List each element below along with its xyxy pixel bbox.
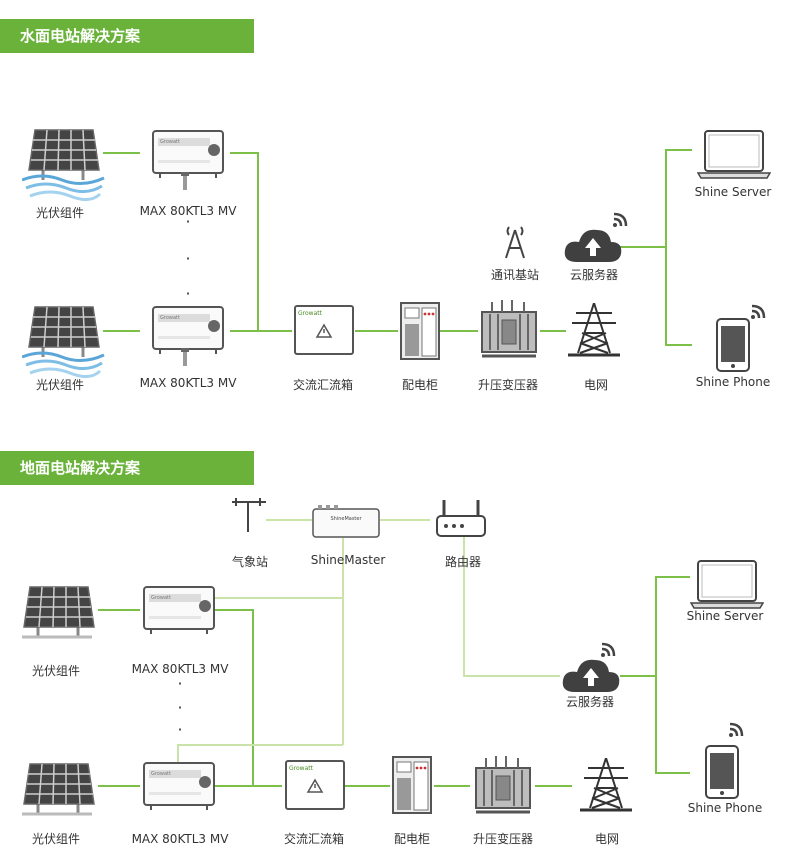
wifi-icon (612, 212, 628, 228)
grid-label-g: 电网 (594, 832, 620, 846)
link-inv3-bus (214, 609, 254, 786)
router-icon (436, 500, 486, 537)
shinemaster-icon (312, 505, 380, 538)
phone-label: Shine Phone (695, 375, 771, 389)
cloud-upload-icon (562, 659, 620, 692)
smartphone-icon (716, 318, 750, 372)
cabinet-icon (400, 302, 440, 360)
weather-station-icon (232, 498, 266, 532)
laptop-icon (690, 560, 764, 609)
transformer-label-g: 升压变压器 (472, 832, 534, 846)
inverter-brand-2: Growatt (160, 315, 180, 321)
cloud-label: 云服务器 (569, 268, 619, 282)
water-section-title: 水面电站解决方案 (20, 27, 141, 45)
inverter-label-3: MAX 80KTL3 MV (131, 662, 229, 676)
transformer-icon (480, 298, 538, 358)
ellipsis-dot: · (185, 284, 191, 303)
ground-section-title: 地面电站解决方案 (20, 459, 141, 477)
shinemaster-plate: ShineMaster (330, 516, 362, 522)
server-label-g: Shine Server (686, 609, 764, 623)
inverter-label-4: MAX 80KTL3 MV (131, 832, 229, 846)
grid-label: 电网 (583, 378, 609, 392)
phone-label-g: Shine Phone (687, 801, 763, 815)
laptop-icon (697, 130, 771, 179)
cabinet-label-g: 配电柜 (393, 832, 431, 846)
combiner-brand: Growatt (298, 310, 322, 317)
wifi-icon (728, 722, 744, 738)
float-icon (181, 348, 189, 366)
ellipsis-dot: · (177, 674, 183, 693)
solar-panel-icon (22, 762, 96, 816)
inverter-brand-3: Growatt (151, 595, 171, 601)
router-label: 路由器 (444, 555, 482, 569)
link-bus-server-g (655, 576, 690, 774)
ellipsis-dot: · (185, 249, 191, 268)
inverter-brand-1: Growatt (160, 139, 180, 145)
cloud-upload-icon (564, 229, 622, 262)
ground-section-banner: 地面电站解决方案 (0, 451, 254, 485)
server-label: Shine Server (694, 185, 772, 199)
combiner-label-g: 交流汇流箱 (283, 832, 345, 846)
weather-label: 气象站 (231, 555, 269, 569)
transformer-label: 升压变压器 (477, 378, 539, 392)
cabinet-icon (392, 756, 432, 814)
pv-label-1: 光伏组件 (35, 206, 85, 220)
inverter-label-1: MAX 80KTL3 MV (139, 204, 237, 218)
inverter-brand-4: Growatt (151, 771, 171, 777)
wifi-icon (600, 642, 616, 658)
power-tower-icon (580, 758, 634, 812)
cloud-label-g: 云服务器 (565, 695, 615, 709)
basestation-label: 通讯基站 (490, 268, 540, 282)
ellipsis-dot: · (185, 212, 191, 231)
combiner-label: 交流汇流箱 (292, 378, 354, 392)
pv-label-2: 光伏组件 (35, 378, 85, 392)
inverter-label-2: MAX 80KTL3 MV (139, 376, 237, 390)
inverter-icon (143, 586, 215, 635)
shinemaster-label: ShineMaster (310, 553, 386, 567)
pv-label-4: 光伏组件 (31, 832, 81, 846)
transformer-icon (474, 754, 532, 814)
ellipsis-dot: · (177, 720, 183, 739)
cabinet-label: 配电柜 (401, 378, 439, 392)
comm-router-cloud (463, 535, 560, 677)
solar-panel-icon (22, 128, 105, 201)
wifi-icon (750, 304, 766, 320)
combiner-brand-g: Growatt (289, 765, 313, 772)
float-icon (181, 172, 189, 190)
comm-inv4 (177, 744, 343, 762)
ellipsis-dot: · (177, 698, 183, 717)
link-inv1-bus (230, 152, 259, 331)
antenna-icon (505, 226, 525, 259)
power-tower-icon (568, 303, 622, 357)
inverter-icon (143, 762, 215, 811)
smartphone-icon (705, 745, 739, 799)
water-section-banner: 水面电站解决方案 (0, 19, 254, 53)
link-bus-server (665, 149, 692, 346)
solar-panel-icon (22, 305, 105, 378)
pv-label-3: 光伏组件 (31, 664, 81, 678)
solar-panel-icon (22, 585, 96, 639)
